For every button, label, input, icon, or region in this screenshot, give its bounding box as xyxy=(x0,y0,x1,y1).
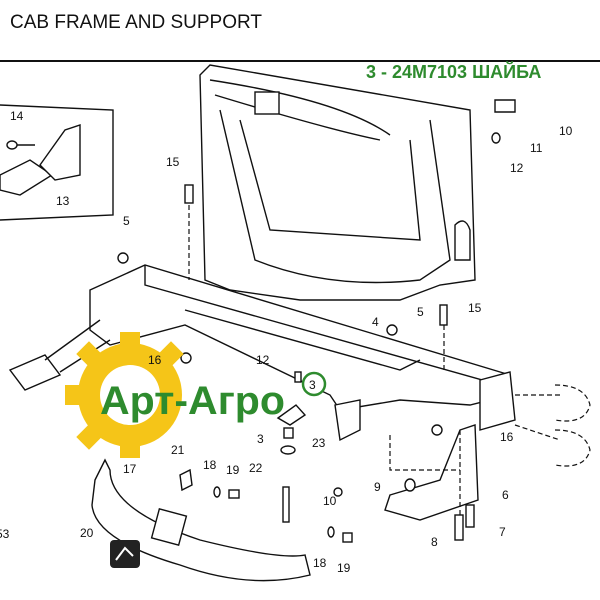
callout-13: 13 xyxy=(56,194,70,208)
callout-23: 23 xyxy=(312,436,326,450)
logo-text: Арт-Агро xyxy=(100,379,285,423)
callout-19b: 19 xyxy=(337,561,351,575)
callout-labels: 14 13 15 5 12 16 23 3 21 17 18 19 22 10 … xyxy=(0,109,573,575)
art-agro-logo: Арт-Агро 3 xyxy=(65,332,327,458)
callout-3-circled: 3 xyxy=(309,378,316,392)
callout-8: 8 xyxy=(431,535,438,549)
callout-7: 7 xyxy=(499,525,506,539)
title-divider xyxy=(0,60,600,62)
callout-5b: 5 xyxy=(417,305,424,319)
callout-16: 16 xyxy=(148,353,162,367)
callout-10b: 10 xyxy=(559,124,573,138)
right-step xyxy=(384,424,479,541)
callout-4: 4 xyxy=(372,315,379,329)
support-frame xyxy=(8,264,591,467)
inset-frame xyxy=(0,104,114,221)
callout-12: 12 xyxy=(256,353,270,367)
callout-15: 15 xyxy=(166,155,180,169)
callout-18: 18 xyxy=(203,458,217,472)
callout-12b: 12 xyxy=(510,161,524,175)
callout-17: 17 xyxy=(123,462,137,476)
callout-19: 19 xyxy=(226,463,240,477)
callout-20: 20 xyxy=(80,526,94,540)
callout-22: 22 xyxy=(249,461,263,475)
emblem xyxy=(110,540,140,568)
callout-5: 5 xyxy=(123,214,130,228)
callout-21: 21 xyxy=(171,443,185,457)
page-title: CAB FRAME AND SUPPORT xyxy=(10,12,262,33)
callout-6: 6 xyxy=(502,488,509,502)
cab-frame xyxy=(199,64,476,301)
callout-9: 9 xyxy=(374,480,381,494)
callout-14: 14 xyxy=(10,109,24,123)
callout-53: 53 xyxy=(0,527,10,541)
part-number-label: 3 - 24M7103 ШАЙБА xyxy=(366,62,542,82)
callout-10: 10 xyxy=(323,494,337,508)
step-assembly-inset xyxy=(0,124,81,196)
callout-3: 3 xyxy=(257,432,264,446)
callout-15b: 15 xyxy=(468,301,482,315)
callout-16b: 16 xyxy=(500,430,514,444)
callout-11: 11 xyxy=(530,141,543,155)
callout-18b: 18 xyxy=(313,556,327,570)
